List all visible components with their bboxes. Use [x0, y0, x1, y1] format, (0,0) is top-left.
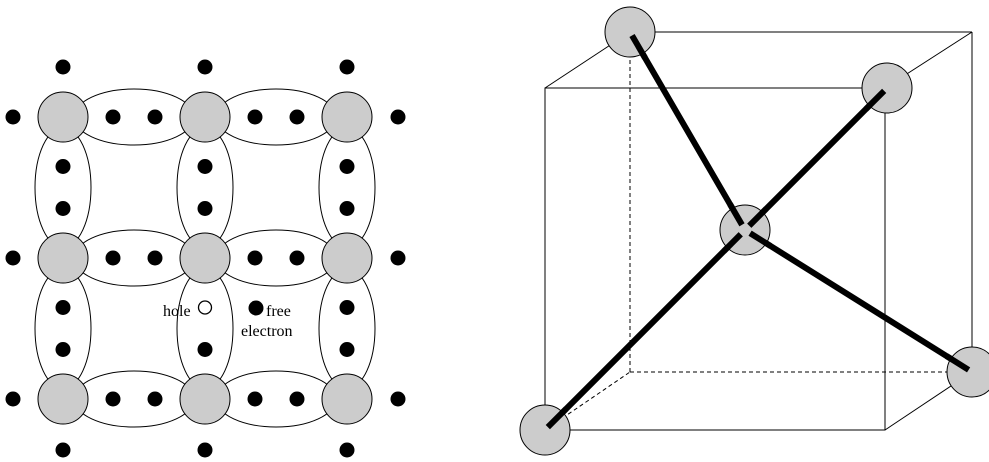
bond-ellipse [73, 88, 195, 146]
corner-atom [604, 6, 656, 58]
tetrahedral-bond [542, 227, 748, 433]
bond-into-atom [944, 353, 971, 373]
atom [179, 232, 231, 284]
electron [289, 109, 305, 125]
tetrahedral-bond-diagram [519, 6, 989, 456]
free-label: free [266, 303, 291, 320]
electron [147, 109, 163, 125]
bond-ellipse [215, 88, 337, 146]
electron [197, 159, 213, 174]
atom [179, 373, 231, 425]
bond-ellipse [73, 370, 195, 428]
electron [289, 391, 305, 407]
hole-marker [197, 300, 213, 315]
corner-atom [946, 346, 989, 398]
electron [289, 250, 305, 266]
electron [147, 391, 163, 407]
atom [37, 91, 89, 143]
tetrahedral-bond [627, 30, 748, 232]
edge-electron [339, 442, 355, 458]
bond-ellipse [215, 229, 337, 287]
electron [55, 300, 71, 315]
edge-electron [197, 442, 213, 458]
edge-electron [5, 250, 21, 266]
bond-from-center [721, 232, 743, 254]
electron [55, 342, 71, 357]
bond-from-center [748, 230, 773, 249]
edge-electron [339, 59, 355, 75]
electron [339, 159, 355, 174]
atom [37, 373, 89, 425]
electron [197, 201, 213, 216]
electron [247, 109, 263, 125]
free-electron [248, 300, 264, 316]
edge-electron [197, 59, 213, 75]
edge-electron [390, 250, 406, 266]
electron [339, 300, 355, 315]
electron [247, 391, 263, 407]
electron [55, 201, 71, 216]
electron [105, 109, 121, 125]
electron [197, 342, 213, 357]
bond-ellipse [176, 127, 234, 248]
bond-ellipse [34, 127, 92, 248]
cube-front-face [544, 87, 886, 431]
electron [247, 250, 263, 266]
atom [321, 232, 373, 284]
bond-from-center [727, 202, 745, 227]
electron [105, 391, 121, 407]
bond-ellipse [215, 370, 337, 428]
electron [339, 342, 355, 357]
bond-ellipse [176, 268, 234, 389]
electron [339, 201, 355, 216]
bond-into-atom [545, 406, 569, 430]
electron [147, 250, 163, 266]
tetrahedral-bond [743, 227, 974, 375]
edge-electron [5, 109, 21, 125]
bond-ellipse [34, 268, 92, 389]
edge-electron [390, 391, 406, 407]
bond-into-atom [629, 33, 648, 60]
atom [321, 373, 373, 425]
edge-electron [5, 391, 21, 407]
bond-from-center [747, 206, 769, 228]
electron-label: electron [241, 323, 293, 340]
edge-electron [390, 109, 406, 125]
atom [37, 232, 89, 284]
bond-ellipse [318, 268, 376, 389]
hole-label: hole [163, 303, 191, 320]
electron [55, 159, 71, 174]
bond-ellipse [318, 127, 376, 248]
edge-electron [55, 442, 71, 458]
bond-ellipse [73, 229, 195, 287]
atom [321, 91, 373, 143]
electron [105, 250, 121, 266]
atom [179, 91, 231, 143]
bond-into-atom [863, 88, 887, 112]
edge-electron [55, 59, 71, 75]
silicon-lattice-diagram [5, 59, 406, 458]
tetrahedral-bond [742, 85, 890, 233]
